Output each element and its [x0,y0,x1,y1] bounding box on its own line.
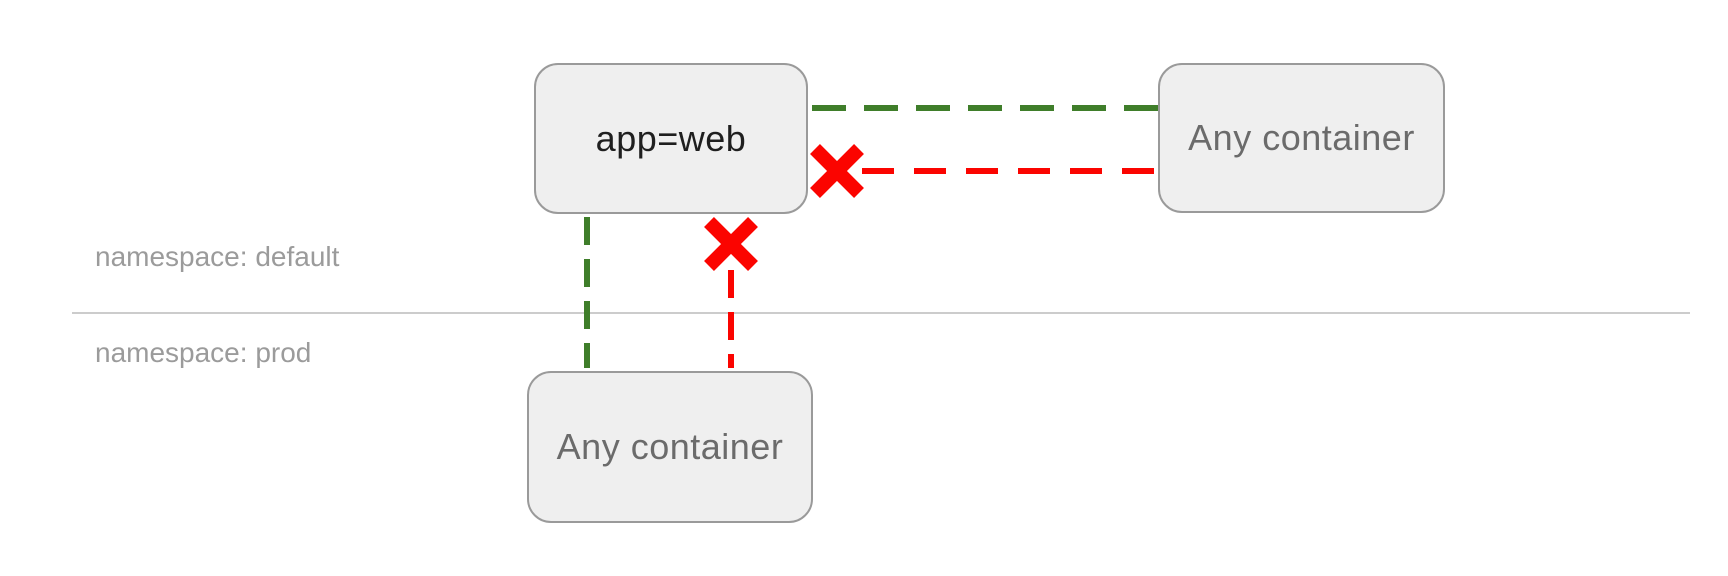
blocked-x-icon [704,217,758,271]
blocked-x-icon [810,144,864,198]
namespace-prod-label: namespace: prod [95,337,312,368]
node-any-container-prod: Any container [527,371,813,523]
node-any-container-default-label: Any container [1188,117,1415,158]
node-any-container-prod-label: Any container [556,426,784,467]
node-any-container-default: Any container [1158,63,1445,213]
namespace-boundary-divider [72,312,1690,314]
namespace-default-label: namespace: default [95,241,340,272]
node-app-web: app=web [534,63,808,214]
node-app-web-label: app=web [595,117,747,159]
